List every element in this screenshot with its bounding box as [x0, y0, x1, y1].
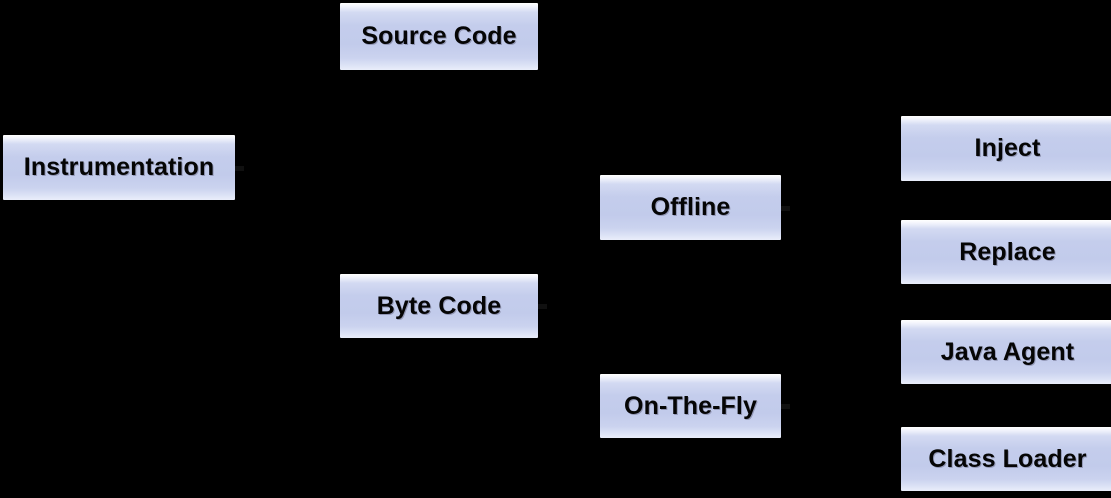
node-source-code[interactable]: Source Code — [340, 3, 538, 70]
node-label-on-the-fly: On-The-Fly — [624, 391, 757, 420]
node-instrumentation[interactable]: Instrumentation — [3, 135, 244, 200]
connector-arrow-icon-instrumentation — [235, 165, 244, 171]
node-class-loader[interactable]: Class Loader — [901, 427, 1111, 491]
node-label-inject: Inject — [974, 134, 1041, 162]
connector-arrow-icon-byte-code — [538, 304, 547, 309]
connector-arrow-icon-on-the-fly — [781, 404, 790, 409]
node-label-instrumentation: Instrumentation — [23, 153, 215, 181]
node-label-class-loader: Class Loader — [928, 444, 1087, 473]
node-on-the-fly[interactable]: On-The-Fly — [600, 374, 790, 438]
node-replace[interactable]: Replace — [901, 220, 1111, 284]
node-label-offline: Offline — [650, 193, 731, 221]
node-label-source-code: Source Code — [361, 22, 517, 50]
node-inject[interactable]: Inject — [901, 116, 1111, 181]
node-byte-code[interactable]: Byte Code — [340, 274, 547, 338]
node-label-byte-code: Byte Code — [376, 291, 502, 320]
node-label-replace: Replace — [959, 237, 1056, 266]
connector-arrow-icon-offline — [781, 205, 790, 211]
node-java-agent[interactable]: Java Agent — [901, 320, 1111, 384]
node-label-java-agent: Java Agent — [940, 337, 1075, 366]
node-offline[interactable]: Offline — [600, 175, 790, 240]
